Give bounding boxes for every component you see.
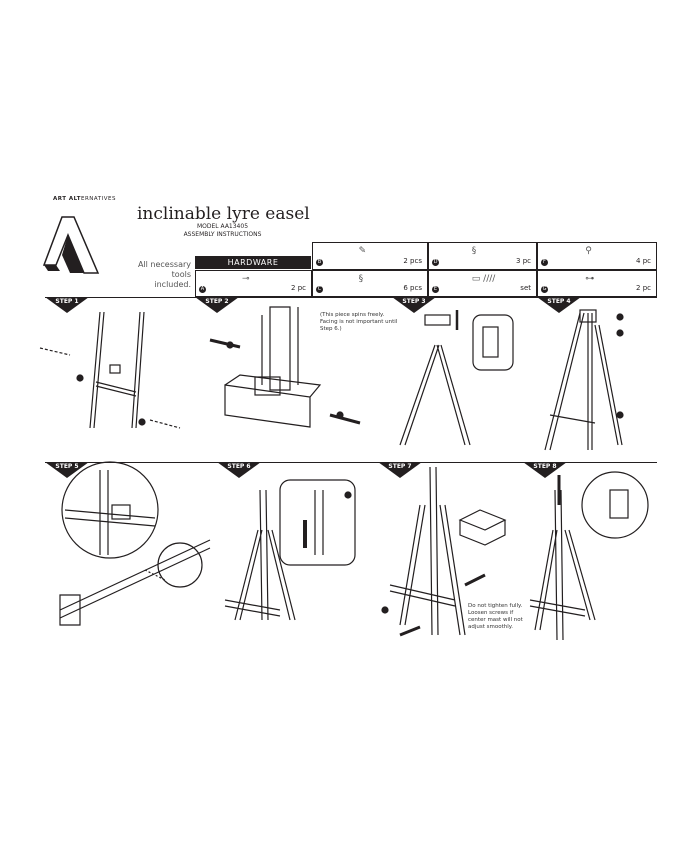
step-7-label: STEP 7 <box>378 462 422 478</box>
step-text: STEP 2 <box>205 298 229 305</box>
hardware-item-g: G ⊶ 2 pc <box>537 270 657 297</box>
hardware-item-f: F ⚲ 4 pc <box>537 242 657 270</box>
hardware-icon: ⊸ <box>242 274 250 284</box>
step-text: STEP 6 <box>227 463 251 470</box>
hardware-icon: ▭ //// <box>471 274 496 284</box>
part-quantity: 2 pc <box>291 284 306 292</box>
hardware-icon: ⊶ <box>585 274 595 284</box>
step-text: STEP 1 <box>55 298 79 305</box>
step1-illustration <box>39 311 181 429</box>
step3-illustration <box>399 310 514 446</box>
step-3-label: STEP 3 <box>392 297 436 313</box>
tools-note: All necessary tools included. <box>137 260 191 289</box>
hardware-item-e: E ▭ //// set <box>428 270 537 297</box>
part-letter: D <box>432 259 439 266</box>
part-quantity: 2 pcs <box>403 257 422 265</box>
step7-note: Do not tighten fully. Loosen screws if c… <box>468 603 523 630</box>
hardware-icon: ✎ <box>358 246 367 256</box>
step-text: STEP 5 <box>55 463 79 470</box>
part-quantity: 6 pcs <box>403 284 422 292</box>
hardware-icon: ⚲ <box>585 246 592 256</box>
part-letter: B <box>316 259 323 266</box>
divider <box>45 462 657 463</box>
hardware-header: HARDWARE <box>195 256 311 269</box>
step2-note: (This piece spins freely. Facing is not … <box>320 312 398 332</box>
step7-illustration <box>381 466 507 637</box>
hardware-icon: § <box>358 274 364 284</box>
step-6-label: STEP 6 <box>217 462 261 478</box>
step-2-label: STEP 2 <box>195 297 239 313</box>
step-text: STEP 3 <box>402 298 426 305</box>
part-quantity: 4 pc <box>636 257 651 265</box>
step-text: STEP 8 <box>533 463 557 470</box>
step-text: STEP 4 <box>547 298 571 305</box>
step-1-label: STEP 1 <box>45 297 89 313</box>
divider <box>45 297 657 298</box>
part-quantity: 2 pc <box>636 284 651 292</box>
part-letter: E <box>432 286 439 293</box>
page-title: inclinable lyre easel <box>137 204 310 224</box>
part-letter: G <box>541 286 548 293</box>
step-text: STEP 7 <box>388 463 412 470</box>
part-letter: F <box>541 259 548 266</box>
hardware-item-a: A ⊸ 2 pc <box>195 270 312 297</box>
step6-illustration <box>224 479 356 621</box>
part-quantity: 3 pc <box>516 257 531 265</box>
part-quantity: set <box>520 284 531 292</box>
step-4-label: STEP 4 <box>537 297 581 313</box>
step2-illustration <box>209 306 361 428</box>
step8-illustration <box>529 471 649 641</box>
part-letter: A <box>199 286 206 293</box>
logo <box>42 216 100 274</box>
hardware-item-d: D § 3 pc <box>428 242 537 270</box>
step-8-label: STEP 8 <box>523 462 567 478</box>
hardware-item-c: C § 6 pcs <box>312 270 428 297</box>
hardware-item-b: B ✎ 2 pcs <box>312 242 428 270</box>
step4-illustration <box>544 309 624 451</box>
part-letter: C <box>316 286 323 293</box>
step5-illustration <box>59 461 211 626</box>
brand-name: ART ALTERNATIVES <box>53 196 116 202</box>
hardware-icon: § <box>471 246 477 256</box>
